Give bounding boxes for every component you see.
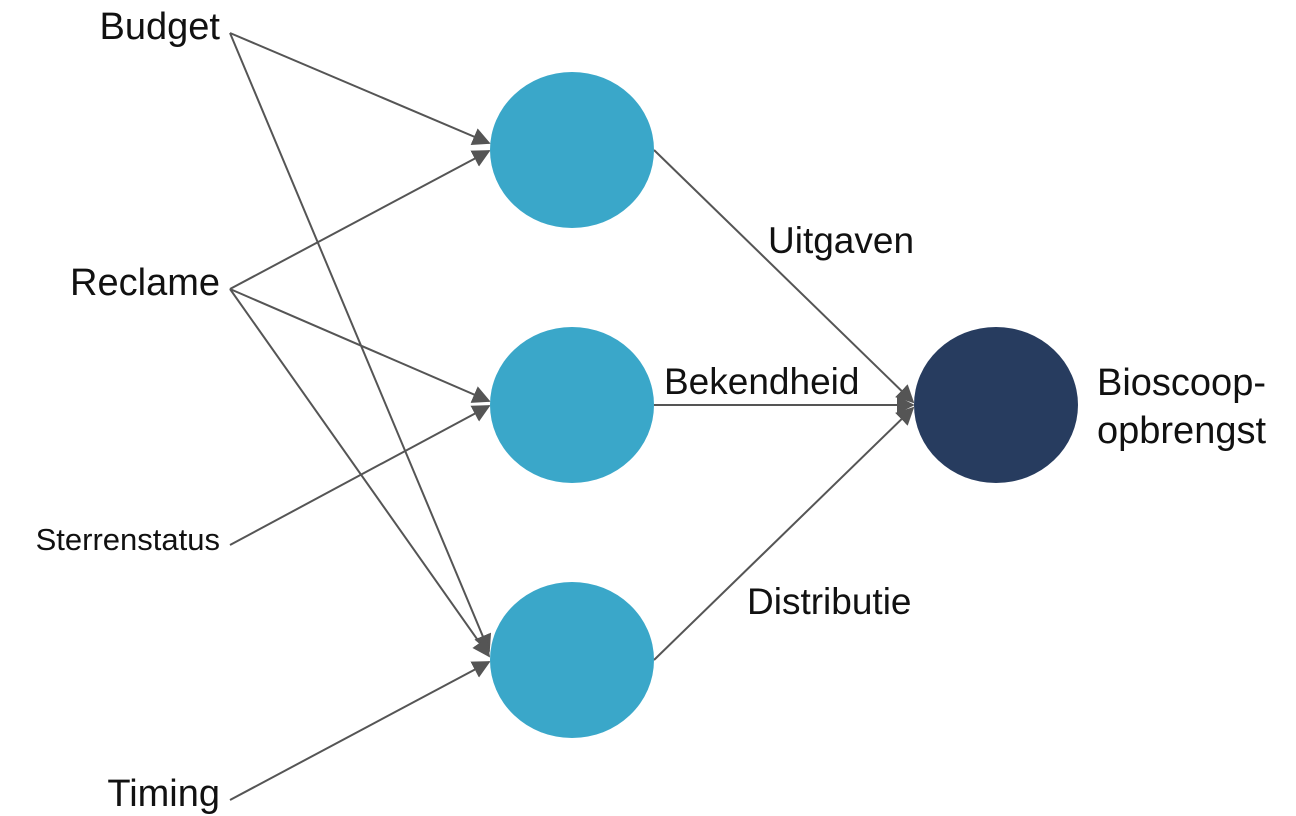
edge-label-bekendheid: Bekendheid — [664, 361, 860, 402]
hidden-nodes — [490, 72, 654, 738]
input-label-reclame: Reclame — [70, 262, 220, 304]
arrow-sterrenstatus-to-bekendheid-node — [229, 405, 491, 546]
hidden-node-middle — [490, 327, 654, 483]
arrow-distributie-to-output — [653, 406, 915, 661]
output-node — [914, 327, 1078, 483]
output-connections — [653, 149, 915, 661]
arrow-timing-to-distributie-node — [229, 661, 491, 801]
input-label-timing: Timing — [107, 773, 220, 815]
hidden-node-bottom — [490, 582, 654, 738]
output-label: Bioscoop- opbrengst — [1097, 360, 1266, 455]
arrow-reclame-to-uitgaven-node — [229, 150, 491, 290]
input-connections — [229, 32, 492, 801]
edge-label-distributie: Distributie — [747, 581, 912, 622]
hidden-node-top — [490, 72, 654, 228]
arrow-uitgaven-to-output — [653, 149, 915, 404]
input-label-sterrenstatus: Sterrenstatus — [35, 522, 220, 557]
arrow-budget-to-distributie-node — [229, 32, 492, 653]
arrow-reclame-to-bekendheid-node — [229, 288, 491, 403]
edge-label-uitgaven: Uitgaven — [768, 220, 915, 261]
arrow-reclame-to-distributie-node — [229, 288, 491, 658]
input-label-budget: Budget — [99, 6, 220, 48]
output-label-line-1: Bioscoop- — [1097, 362, 1266, 404]
arrow-budget-to-uitgaven-node — [229, 32, 491, 145]
output-label-line-2: opbrengst — [1097, 409, 1267, 452]
